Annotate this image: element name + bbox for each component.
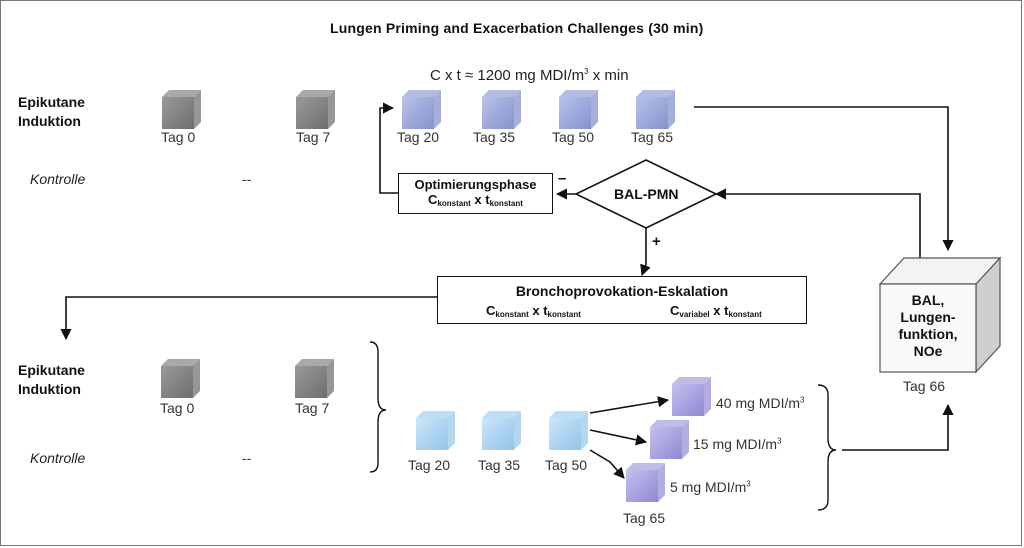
top-control-label: Kontrolle bbox=[30, 171, 86, 187]
arrow-endpoint-to-balpmn bbox=[714, 188, 921, 258]
arrow-optimization-to-tag20 bbox=[379, 102, 398, 194]
arrow-brace-to-endpoint bbox=[842, 403, 954, 451]
timepoint-cube bbox=[402, 90, 441, 129]
top-day-label: Tag 20 bbox=[397, 129, 440, 145]
timepoint-cube bbox=[482, 90, 521, 129]
bottom-day-label: Tag 0 bbox=[160, 400, 195, 416]
escalation-formula-right: Cvariabel x tkonstant bbox=[670, 303, 762, 319]
timepoint-cube bbox=[636, 90, 675, 129]
formula-text: C x t ≈ 1200 mg MDI/m bbox=[430, 67, 585, 84]
endpoint-cube bbox=[878, 256, 1002, 374]
diagram-title: Lungen Priming and Exacerbation Challeng… bbox=[330, 20, 704, 36]
bottom-induction-label-2: Induktion bbox=[18, 381, 81, 397]
bottom-induction-label-1: Epikutane bbox=[18, 362, 85, 378]
formula-sup: 3 bbox=[584, 67, 589, 76]
timepoint-cube bbox=[295, 359, 334, 398]
bal-pmn-diamond bbox=[574, 159, 718, 229]
right-brace bbox=[817, 384, 837, 511]
timepoint-cube bbox=[416, 411, 455, 450]
bal-pmn-label: BAL-PMN bbox=[614, 186, 679, 202]
timepoint-cube bbox=[626, 463, 665, 502]
timepoint-cube bbox=[549, 411, 588, 450]
bottom-control-dash: -- bbox=[242, 450, 252, 466]
timepoint-cube bbox=[296, 90, 335, 129]
optimization-formula: Ckonstant x tkonstant bbox=[428, 192, 523, 208]
arrow-top-to-endpoint bbox=[694, 106, 954, 252]
top-day-label: Tag 7 bbox=[296, 129, 331, 145]
top-day-label: Tag 50 bbox=[552, 129, 595, 145]
bottom-day-label: Tag 20 bbox=[408, 457, 451, 473]
plus-sign: + bbox=[652, 233, 661, 250]
left-brace bbox=[369, 341, 387, 473]
timepoint-cube bbox=[162, 90, 201, 129]
optimization-box: Optimierungsphase Ckonstant x tkonstant bbox=[398, 173, 553, 214]
bottom-day-label: Tag 35 bbox=[478, 457, 521, 473]
dose-label: 40 mg MDI/m3 bbox=[716, 395, 805, 411]
top-induction-label-2: Induktion bbox=[18, 113, 81, 129]
arrow-balpmn-to-escalation bbox=[640, 228, 651, 277]
endpoint-label: BAL, Lungen- funktion, NOe bbox=[898, 292, 958, 359]
arrow-tag50-to-15mg bbox=[589, 429, 648, 446]
timepoint-cube bbox=[161, 359, 200, 398]
dose-label: 15 mg MDI/m3 bbox=[693, 436, 782, 452]
timepoint-cube bbox=[559, 90, 598, 129]
optimization-title: Optimierungsphase bbox=[414, 177, 537, 192]
arrow-tag50-to-5mg bbox=[589, 449, 625, 479]
formula-suffix: x min bbox=[588, 67, 629, 84]
top-day-label: Tag 35 bbox=[473, 129, 516, 145]
top-induction-label-1: Epikutane bbox=[18, 94, 85, 110]
escalation-box: Bronchoprovokation-Eskalation Ckonstant … bbox=[437, 276, 807, 324]
timepoint-cube bbox=[672, 377, 711, 416]
arrow-tag50-to-40mg bbox=[589, 396, 670, 414]
escalation-formula-left: Ckonstant x tkonstant bbox=[486, 303, 581, 319]
top-control-dash: -- bbox=[242, 171, 252, 187]
escalation-title: Bronchoprovokation-Eskalation bbox=[515, 283, 729, 299]
top-day-label: Tag 65 bbox=[631, 129, 674, 145]
dose-label: 5 mg MDI/m3 bbox=[670, 479, 751, 495]
bottom-day-label: Tag 7 bbox=[295, 400, 330, 416]
top-day-label: Tag 0 bbox=[161, 129, 196, 145]
bottom-day-label: Tag 50 bbox=[545, 457, 588, 473]
timepoint-cube bbox=[482, 411, 521, 450]
minus-sign: – bbox=[558, 170, 567, 187]
timepoint-cube bbox=[650, 420, 689, 459]
endpoint-day: Tag 66 bbox=[903, 378, 946, 394]
exposure-formula: C x t ≈ 1200 mg MDI/m3 x min bbox=[430, 67, 629, 84]
arrow-escalation-to-bottom bbox=[60, 296, 437, 341]
bottom-day-label: Tag 65 bbox=[623, 510, 666, 526]
bottom-control-label: Kontrolle bbox=[30, 450, 86, 466]
